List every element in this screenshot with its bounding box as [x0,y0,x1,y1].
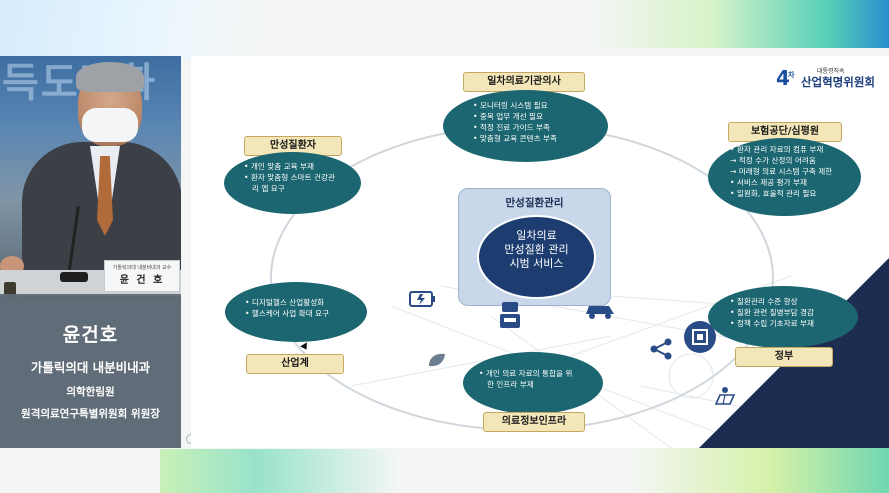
caption-affiliation: 가톨릭의대 내분비내과 [30,360,151,375]
list-item: • 정책 수립 기초자료 부재 [730,319,814,328]
title-government: 정부 [735,347,833,367]
solar-panel-icon [714,387,736,405]
title-primary-clinic: 일차의료기관의사 [463,72,585,92]
battery-icon [409,291,435,307]
node-chronic-patient: • 개인 맞춤 교육 부재 • 환자 맞춤형 스마트 건강관 리 앱 요구 [224,152,361,214]
speaker-tie [97,156,113,236]
logo-main-text: 산업혁명위원회 [800,75,875,90]
logo-mark-number: 4 [775,66,790,90]
leaf-icon [429,353,445,367]
center-title: 만성질환관리 [505,197,564,209]
nameplate-subtitle: 가톨릭의대 내분비내과 교수 [112,265,172,271]
background-wave-top-right [589,0,889,48]
list-item: • 일원화, 효율적 관리 필요 [730,189,817,198]
caption-academy: 의학한림원 [66,386,115,398]
presentation-slide: 4 차 대통령직속 산업혁명위원회 만성질환관리 일차의료 만성질환 관리 시범… [191,56,889,448]
list-item: • 개인 의료 자료의 통합을 위 [479,369,573,378]
list-item: 한 인프라 부재 [487,380,534,389]
background-wave-top-left [0,0,260,60]
speaker-panel: 득도전화 가톨릭의대 내분비내과 교수 윤 건 호 윤건호 가톨릭의대 내분비내… [0,56,181,448]
list-item: • 모니터링 시스템 필요 [473,101,548,110]
list-item: • 디지털헬스 산업활성화 [245,298,325,307]
list-item: 리 앱 요구 [252,184,285,193]
logo-mark: 4 차 [775,66,798,90]
center-line-2: 만성질환 관리 [504,243,569,256]
caption-committee: 원격의료연구특별위원회 위원장 [21,408,160,420]
list-item: → 적정 수가 산정의 어려움 [730,156,816,165]
node-primary-clinic: • 모니터링 시스템 필요 • 중복 업무 개선 필요 • 적정 진료 가이드 … [443,90,608,162]
list-item: • 중복 업무 개선 필요 [473,112,544,121]
background-wave-bottom-right [629,443,889,493]
node-insurance: • 환자 관리 자료의 컴퓨 부재 → 적정 수가 산정의 어려움 → 미래형 … [708,138,861,216]
center-circle: 일차의료 만성질환 관리 시범 서비스 [477,215,596,299]
caption-name: 윤건호 [62,324,119,346]
face-mask [82,108,138,142]
title-industry: 산업계 [246,354,344,374]
speaker-video: 득도전화 가톨릭의대 내분비내과 교수 윤 건 호 [0,56,181,302]
committee-logo: 4 차 대통령직속 산업혁명위원회 [775,66,875,90]
list-item: • 환자 관리 자료의 컴퓨 부재 [730,145,824,154]
center-line-1: 일차의료 [516,229,557,242]
node-medical-infra: • 개인 의료 자료의 통합을 위 한 인프라 부재 [463,352,603,414]
car-icon [586,306,614,319]
speaker-hair [76,62,144,92]
center-line-3: 시범 서비스 [509,257,564,270]
robot-icon [500,302,520,328]
list-item: • 개인 맞춤 교육 부재 [244,162,315,171]
list-item: • 서비스 제공 평가 부재 [730,178,808,187]
nameplate: 가톨릭의대 내분비내과 교수 윤 건 호 [104,260,180,292]
share-icon [650,338,672,360]
list-item: • 환자 맞춤형 스마트 건강관 [244,173,335,182]
node-government: • 질환관리 수준 향상 • 질환 관련 질병부담 경감 • 정책 수립 기초자… [708,286,858,348]
list-item: • 맞춤형 교육 콘텐츠 부족 [473,134,557,143]
brain-chip-icon [684,321,716,353]
nameplate-name: 윤 건 호 [119,275,165,286]
node-industry: • 디지털헬스 산업활성화 • 헬스케어 사업 확대 요구 [225,282,367,342]
center-box: 만성질환관리 일차의료 만성질환 관리 시범 서비스 [458,188,611,306]
background-wave-bottom-left [160,449,400,493]
logo-small-text: 대통령직속 [816,68,845,76]
list-item: • 질환관리 수준 향상 [730,297,798,306]
microphone-base [60,272,88,282]
list-item: → 미래형 의료 시스템 구축 제한 [730,167,833,176]
list-item: • 질환 관련 질병부담 경감 [730,308,814,317]
list-item: • 적정 진료 가이드 부족 [473,123,551,132]
list-item: • 헬스케어 사업 확대 요구 [245,309,329,318]
title-medical-infra: 의료정보인프라 [483,412,585,432]
speaker-caption: 윤건호 가톨릭의대 내분비내과 의학한림원 원격의료연구특별위원회 위원장 [0,294,181,448]
logo-mark-suffix: 차 [787,71,795,79]
